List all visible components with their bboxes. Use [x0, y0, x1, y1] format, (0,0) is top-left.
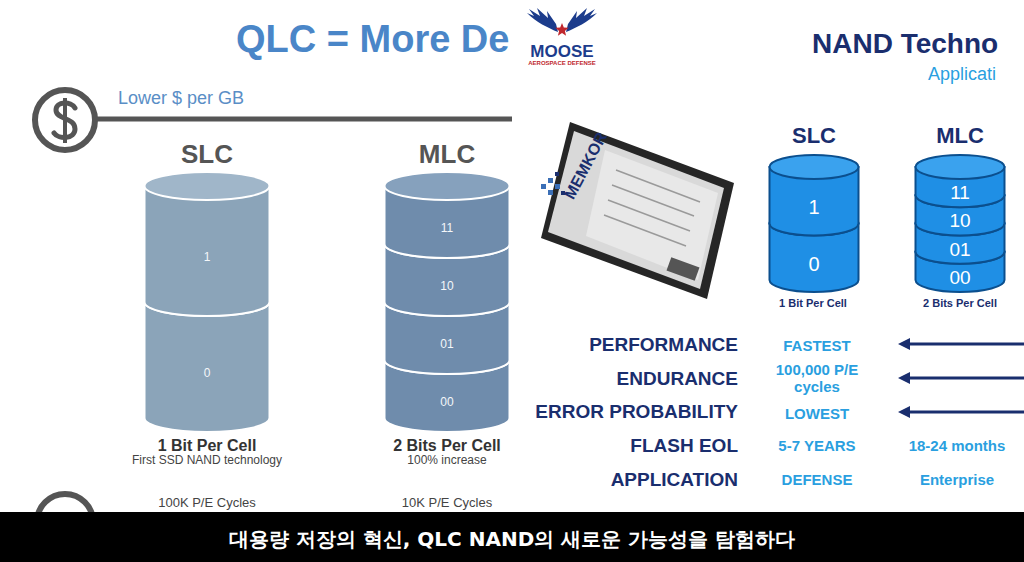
cell-cylinder: MLC 11 10 01 00	[914, 121, 1006, 294]
text-label: Lower $ per GB	[118, 88, 244, 109]
cell-cylinder: SLC 1 0	[143, 140, 271, 434]
text-label: 100K P/E Cycles	[158, 496, 256, 511]
disk-top	[385, 172, 510, 200]
bit-value: 00	[440, 396, 453, 410]
cell-type-heading: MLC	[419, 140, 475, 170]
text-label: 18-24 months	[909, 437, 1006, 454]
cylinder-shape	[143, 140, 271, 434]
dollar-icon	[35, 90, 95, 150]
text-label: Applicati	[928, 64, 996, 85]
subtitle-caption: 대용량 저장의 혁신, QLC NAND의 새로운 가능성을 탐험하다	[229, 528, 795, 551]
text-label: LOWEST	[785, 405, 849, 422]
bit-value: 00	[949, 267, 970, 289]
text-label: FLASH EOL	[630, 435, 738, 457]
disk-top	[770, 155, 859, 179]
bit-value: 0	[808, 252, 819, 275]
text-label: APPLICATION	[611, 469, 738, 491]
cell-cylinder: MLC 11 10 01 00	[383, 140, 511, 434]
bit-value: 11	[950, 182, 970, 204]
dollar-stroke	[63, 98, 67, 143]
cell-type-heading: SLC	[792, 123, 836, 148]
ssd-drive	[541, 122, 734, 299]
text-label: 10K P/E Cycles	[402, 496, 492, 511]
text-label: 2 Bits Per Cell	[923, 297, 997, 310]
text-label: 1 Bit Per Cell	[779, 297, 847, 310]
text-label: PERFORMANCE	[589, 334, 738, 356]
text-label: ERROR PROBABILITY	[535, 401, 738, 423]
bit-value: 11	[441, 222, 453, 236]
text-label: NAND Techno	[812, 28, 998, 60]
slide-title: QLC = More De	[236, 18, 509, 62]
cell-cylinder: SLC 1 0	[768, 121, 860, 294]
text-label: MOOSE	[530, 42, 593, 62]
text-label: ENDURANCE	[617, 368, 738, 390]
text-label: 5-7 YEARS	[778, 437, 855, 454]
bit-value: 1	[808, 196, 819, 219]
scale-line	[96, 117, 512, 122]
bit-value: 0	[204, 367, 211, 381]
disk-top	[145, 172, 270, 200]
text-label: DEFENSE	[782, 471, 853, 488]
cell-type-heading: MLC	[936, 123, 984, 148]
disk-top	[916, 155, 1005, 179]
text-label: 100% increase	[407, 454, 486, 468]
disk-body	[145, 186, 270, 316]
text-label: AEROSPACE DEFENSE	[528, 60, 596, 67]
text-label: FASTEST	[783, 337, 851, 354]
disk-body	[145, 302, 270, 432]
text-label: 1 Bit Per Cell	[158, 437, 257, 455]
text-label: 100,000 P/E cycles	[767, 362, 867, 395]
text-label: Enterprise	[920, 471, 994, 488]
eagle-logo	[527, 8, 597, 36]
caption-bar	[0, 512, 1024, 562]
cell-type-heading: SLC	[181, 140, 233, 170]
bit-value: 01	[440, 338, 453, 352]
bit-value: 1	[204, 251, 211, 265]
text-label: 2 Bits Per Cell	[393, 437, 501, 455]
bit-value: 10	[949, 210, 970, 232]
bit-value: 10	[440, 280, 453, 294]
bit-value: 01	[949, 239, 970, 261]
text-label: First SSD NAND technology	[132, 454, 282, 468]
comparison-arrows	[898, 338, 1024, 418]
